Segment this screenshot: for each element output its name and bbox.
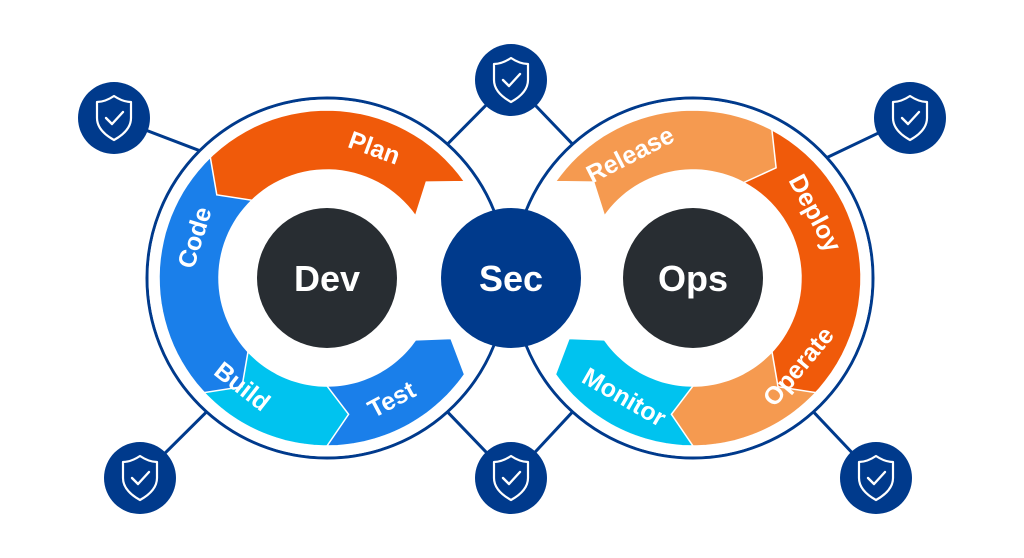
badge-top-right: [874, 82, 946, 154]
badge-bottom-center: [475, 442, 547, 514]
dev-hub: Dev: [257, 208, 397, 348]
badge-circle: [78, 82, 150, 154]
badge-circle: [475, 442, 547, 514]
ops-hub-label: Ops: [658, 258, 728, 299]
dev-loop-segments: [158, 109, 467, 447]
badge-circle: [104, 442, 176, 514]
badge-bottom-left: [104, 442, 176, 514]
sec-hub-label: Sec: [479, 258, 543, 299]
dev-hub-circle: [257, 208, 397, 348]
ops-segment-monitor: [554, 337, 695, 447]
shield-check-icon: [121, 454, 159, 502]
ops-hub-circle: [623, 208, 763, 348]
ops-loop-segments: [553, 109, 862, 447]
badge-circle: [475, 44, 547, 116]
shield-check-icon: [492, 56, 530, 104]
dev-segment-test: [325, 337, 466, 447]
badge-bottom-right: [840, 442, 912, 514]
shield-check-icon: [891, 94, 929, 142]
shield-check-icon: [95, 94, 133, 142]
security-badges: [78, 44, 946, 514]
badge-circle: [874, 82, 946, 154]
badge-top-center: [475, 44, 547, 116]
badge-circle: [840, 442, 912, 514]
ops-hub: Ops: [623, 208, 763, 348]
badge-top-left: [78, 82, 150, 154]
sec-hub-circle: [441, 208, 581, 348]
shield-check-icon: [492, 454, 530, 502]
shield-check-icon: [857, 454, 895, 502]
sec-hub: Sec: [441, 208, 581, 348]
dev-hub-label: Dev: [294, 258, 360, 299]
